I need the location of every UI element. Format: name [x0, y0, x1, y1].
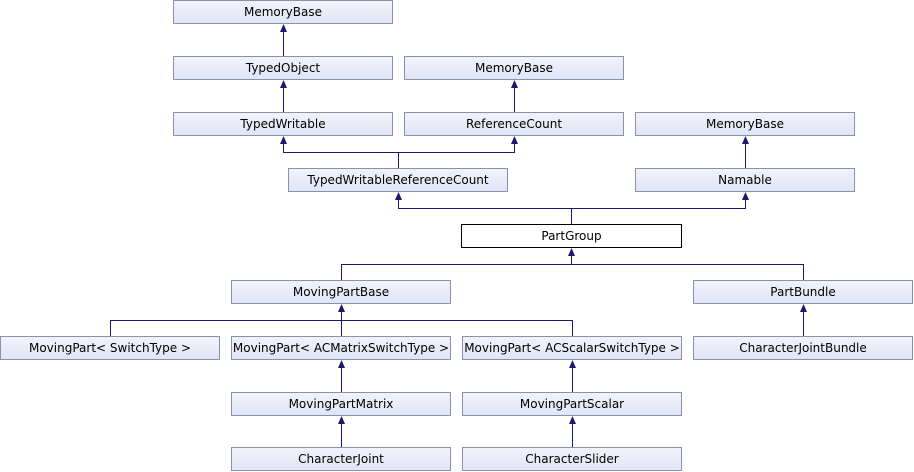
arrowhead-memorybase-2 — [511, 80, 518, 88]
arrowhead-namable — [742, 192, 749, 200]
arrowhead-referencecount — [511, 136, 518, 144]
node-partgroup: PartGroup — [461, 224, 682, 248]
node-typedobject[interactable]: TypedObject — [173, 56, 393, 80]
arrowhead-typedobject — [280, 80, 287, 88]
arrowhead-movingpart-acscalar — [569, 360, 576, 368]
node-memorybase-2[interactable]: MemoryBase — [404, 56, 624, 80]
arrowhead-memorybase-3 — [742, 136, 749, 144]
node-namable[interactable]: Namable — [635, 168, 855, 192]
node-movingpart-acscalarswitchtype[interactable]: MovingPart< ACScalarSwitchType > — [462, 336, 682, 360]
node-partbundle[interactable]: PartBundle — [693, 280, 913, 304]
arrowhead-movingpartbase — [338, 304, 345, 312]
edge-children-partgroup — [341, 264, 804, 280]
arrowhead-movingpart-acmatrix — [338, 360, 345, 368]
node-movingpart-acmatrixswitchtype[interactable]: MovingPart< ACMatrixSwitchType > — [231, 336, 451, 360]
node-typedwritablereferencecount[interactable]: TypedWritableReferenceCount — [288, 168, 508, 192]
edge-twrc-referencecount — [398, 144, 515, 153]
arrowhead-movingpartscalar — [569, 416, 576, 424]
arrowhead-partbundle — [800, 304, 807, 312]
arrowhead-twrc — [395, 192, 402, 200]
node-memorybase-3[interactable]: MemoryBase — [635, 112, 855, 136]
arrowhead-partgroup — [568, 248, 575, 256]
node-characterslider[interactable]: CharacterSlider — [462, 447, 682, 471]
node-movingpartmatrix[interactable]: MovingPartMatrix — [231, 392, 451, 416]
arrowhead-typedwritable — [280, 136, 287, 144]
node-memorybase-1[interactable]: MemoryBase — [173, 0, 393, 24]
edge-partgroup-namable — [571, 200, 746, 209]
node-characterjointbundle[interactable]: CharacterJointBundle — [693, 336, 913, 360]
edge-twrc-typedwritable — [283, 144, 399, 168]
node-characterjoint[interactable]: CharacterJoint — [231, 447, 451, 471]
arrowhead-memorybase-1 — [280, 24, 287, 32]
node-movingpartbase[interactable]: MovingPartBase — [231, 280, 451, 304]
node-movingpart-switchtype[interactable]: MovingPart< SwitchType > — [0, 336, 220, 360]
node-movingpartscalar[interactable]: MovingPartScalar — [462, 392, 682, 416]
node-typedwritable[interactable]: TypedWritable — [173, 112, 393, 136]
edge-partgroup-twrc — [398, 200, 572, 224]
node-referencecount[interactable]: ReferenceCount — [404, 112, 624, 136]
arrowhead-movingpartmatrix — [338, 416, 345, 424]
